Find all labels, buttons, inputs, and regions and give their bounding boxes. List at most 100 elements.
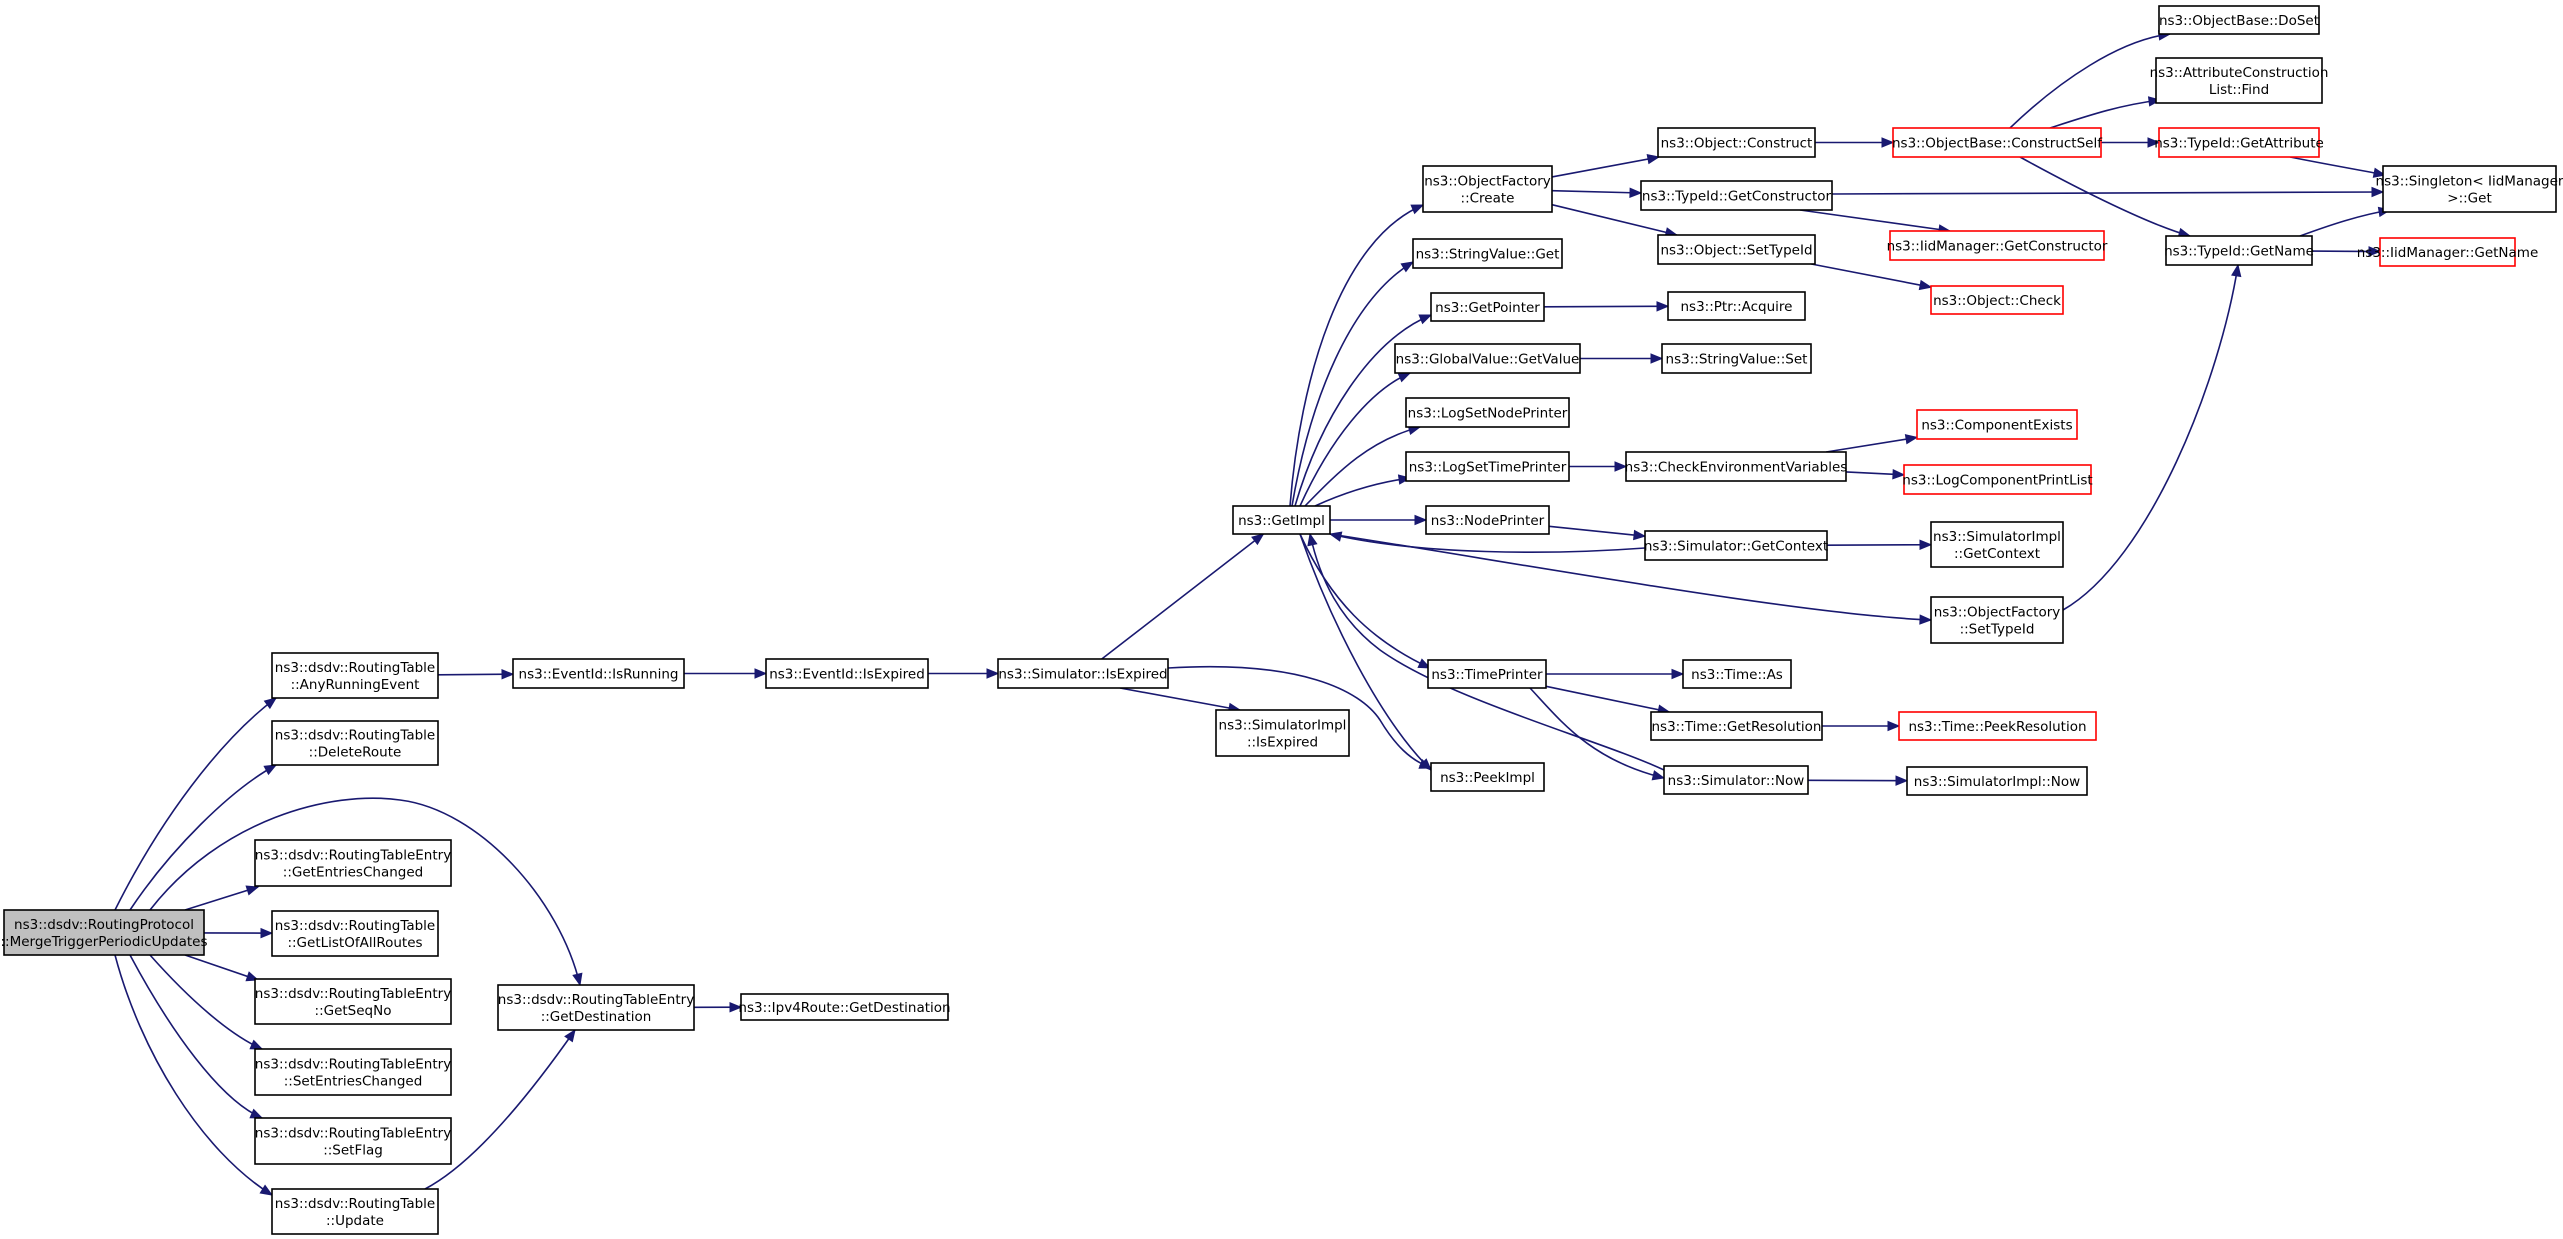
node-componentExists[interactable]: ns3::ComponentExists bbox=[1916, 409, 2078, 440]
node-stringValueSet[interactable]: ns3::StringValue::Set bbox=[1661, 343, 1812, 374]
node-objSetTypeId[interactable]: ns3::Object::SetTypeId bbox=[1657, 234, 1816, 265]
node-ptrAcquire[interactable]: ns3::Ptr::Acquire bbox=[1667, 291, 1806, 321]
node-box-getDestination[interactable] bbox=[497, 984, 695, 1031]
node-box-deleteRoute[interactable] bbox=[271, 720, 439, 766]
node-box-anyRunning[interactable] bbox=[271, 652, 439, 699]
node-box-nodePrinter[interactable] bbox=[1425, 505, 1550, 535]
node-getListOfAllRoutes[interactable]: ns3::dsdv::RoutingTable::GetListOfAllRou… bbox=[271, 910, 439, 957]
node-box-root[interactable] bbox=[3, 909, 205, 956]
node-box-timePeekResolution[interactable] bbox=[1898, 711, 2097, 741]
node-timePeekResolution[interactable]: ns3::Time::PeekResolution bbox=[1898, 711, 2097, 741]
node-getPointer[interactable]: ns3::GetPointer bbox=[1430, 292, 1545, 322]
node-timeGetResolution[interactable]: ns3::Time::GetResolution bbox=[1650, 711, 1823, 741]
node-box-stringValueGet[interactable] bbox=[1412, 238, 1563, 269]
node-box-simImplIsExpired[interactable] bbox=[1215, 709, 1350, 757]
node-getEntriesChanged[interactable]: ns3::dsdv::RoutingTableEntry::GetEntries… bbox=[254, 839, 452, 887]
node-getSeqNo[interactable]: ns3::dsdv::RoutingTableEntry::GetSeqNo bbox=[254, 978, 452, 1025]
node-box-ipv4GetDest[interactable] bbox=[740, 993, 949, 1021]
node-simNow[interactable]: ns3::Simulator::Now bbox=[1663, 765, 1809, 795]
node-box-setEntriesChanged[interactable] bbox=[254, 1048, 452, 1096]
node-singletonGet[interactable]: ns3::Singleton< IidManager >::Get bbox=[2376, 165, 2563, 213]
node-box-getImpl[interactable] bbox=[1232, 505, 1331, 535]
node-deleteRoute[interactable]: ns3::dsdv::RoutingTable::DeleteRoute bbox=[271, 720, 439, 766]
node-box-checkEnv[interactable] bbox=[1625, 451, 1847, 482]
node-box-getPointer[interactable] bbox=[1430, 292, 1545, 322]
node-box-getSeqNo[interactable] bbox=[254, 978, 452, 1025]
node-box-typeIdGetAttribute[interactable] bbox=[2158, 127, 2320, 158]
node-box-getEntriesChanged[interactable] bbox=[254, 839, 452, 887]
node-ofSetTypeId[interactable]: ns3::ObjectFactory::SetTypeId bbox=[1930, 596, 2064, 644]
node-box-eventIsExpired[interactable] bbox=[765, 658, 929, 689]
node-setFlag[interactable]: ns3::dsdv::RoutingTableEntry::SetFlag bbox=[254, 1117, 452, 1165]
node-box-ofCreate[interactable] bbox=[1422, 165, 1553, 213]
node-checkEnv[interactable]: ns3::CheckEnvironmentVariables bbox=[1625, 451, 1848, 482]
node-box-singletonGet[interactable] bbox=[2382, 165, 2557, 213]
node-box-objConstruct[interactable] bbox=[1657, 127, 1816, 158]
node-logSetNodePrinter[interactable]: ns3::LogSetNodePrinter bbox=[1405, 397, 1570, 428]
node-getDestination[interactable]: ns3::dsdv::RoutingTableEntry::GetDestina… bbox=[497, 984, 695, 1031]
node-simImplNow[interactable]: ns3::SimulatorImpl::Now bbox=[1906, 766, 2088, 796]
node-stringValueGet[interactable]: ns3::StringValue::Get bbox=[1412, 238, 1563, 269]
node-timePrinter[interactable]: ns3::TimePrinter bbox=[1427, 659, 1547, 689]
node-root[interactable]: ns3::dsdv::RoutingProtocol::MergeTrigger… bbox=[1, 909, 208, 956]
node-box-stringValueSet[interactable] bbox=[1661, 343, 1812, 374]
node-nodePrinter[interactable]: ns3::NodePrinter bbox=[1425, 505, 1550, 535]
node-simImplIsExpired[interactable]: ns3::SimulatorImpl::IsExpired bbox=[1215, 709, 1350, 757]
node-box-timePrinter[interactable] bbox=[1427, 659, 1547, 689]
node-simGetContext[interactable]: ns3::Simulator::GetContext bbox=[1644, 530, 1828, 561]
node-box-componentExists[interactable] bbox=[1916, 409, 2078, 440]
node-box-objCheck[interactable] bbox=[1930, 285, 2064, 315]
node-box-simIsExpired[interactable] bbox=[997, 658, 1169, 689]
node-simIsExpired[interactable]: ns3::Simulator::IsExpired bbox=[997, 658, 1169, 689]
node-box-simNow[interactable] bbox=[1663, 765, 1809, 795]
node-box-simImplGetContext[interactable] bbox=[1930, 521, 2064, 568]
node-iidGetConstructor[interactable]: ns3::IidManager::GetConstructor bbox=[1887, 230, 2108, 261]
node-box-logComponentPrintList[interactable] bbox=[1903, 464, 2092, 495]
node-objConstruct[interactable]: ns3::Object::Construct bbox=[1657, 127, 1816, 158]
node-gvGetValue[interactable]: ns3::GlobalValue::GetValue bbox=[1394, 343, 1581, 374]
node-box-getListOfAllRoutes[interactable] bbox=[271, 910, 439, 957]
node-box-typeIdGetName[interactable] bbox=[2165, 235, 2313, 266]
node-logComponentPrintList[interactable]: ns3::LogComponentPrintList bbox=[1902, 464, 2093, 495]
node-anyRunning[interactable]: ns3::dsdv::RoutingTable::AnyRunningEvent bbox=[271, 652, 439, 699]
node-box-typeIdGetConstructor[interactable] bbox=[1640, 180, 1833, 211]
node-box-peekImpl[interactable] bbox=[1430, 762, 1545, 792]
node-box-simGetContext[interactable] bbox=[1644, 530, 1828, 561]
node-obDoSet[interactable]: ns3::ObjectBase::DoSet bbox=[2158, 5, 2320, 35]
node-box-ofSetTypeId[interactable] bbox=[1930, 596, 2064, 644]
node-setEntriesChanged[interactable]: ns3::dsdv::RoutingTableEntry::SetEntries… bbox=[254, 1048, 452, 1096]
node-eventIsExpired[interactable]: ns3::EventId::IsExpired bbox=[765, 658, 929, 689]
node-simImplGetContext[interactable]: ns3::SimulatorImpl::GetContext bbox=[1930, 521, 2064, 568]
node-box-objSetTypeId[interactable] bbox=[1657, 234, 1816, 265]
node-box-iidGetConstructor[interactable] bbox=[1889, 230, 2105, 261]
node-box-obDoSet[interactable] bbox=[2158, 5, 2320, 35]
node-getImpl[interactable]: ns3::GetImpl bbox=[1232, 505, 1331, 535]
node-box-simImplNow[interactable] bbox=[1906, 766, 2088, 796]
node-timeAs[interactable]: ns3::Time::As bbox=[1682, 659, 1792, 689]
node-box-timeAs[interactable] bbox=[1682, 659, 1792, 689]
node-ofCreate[interactable]: ns3::ObjectFactory::Create bbox=[1422, 165, 1553, 213]
node-logSetTimePrinter[interactable]: ns3::LogSetTimePrinter bbox=[1405, 451, 1570, 482]
node-update[interactable]: ns3::dsdv::RoutingTable::Update bbox=[271, 1188, 439, 1235]
node-box-update[interactable] bbox=[271, 1188, 439, 1235]
node-ipv4GetDest[interactable]: ns3::Ipv4Route::GetDestination bbox=[738, 993, 951, 1021]
node-box-attrListFind[interactable] bbox=[2155, 57, 2323, 104]
node-box-obConstructSelf[interactable] bbox=[1892, 127, 2102, 158]
node-typeIdGetName[interactable]: ns3::TypeId::GetName bbox=[2164, 235, 2314, 266]
node-box-timeGetResolution[interactable] bbox=[1650, 711, 1823, 741]
node-eventIsRunning[interactable]: ns3::EventId::IsRunning bbox=[512, 658, 685, 689]
node-iidGetName[interactable]: ns3::IidManager::GetName bbox=[2357, 237, 2539, 267]
node-objCheck[interactable]: ns3::Object::Check bbox=[1930, 285, 2064, 315]
node-box-logSetNodePrinter[interactable] bbox=[1405, 397, 1570, 428]
node-typeIdGetConstructor[interactable]: ns3::TypeId::GetConstructor bbox=[1640, 180, 1833, 211]
node-box-logSetTimePrinter[interactable] bbox=[1405, 451, 1570, 482]
node-typeIdGetAttribute[interactable]: ns3::TypeId::GetAttribute bbox=[2154, 127, 2324, 158]
node-box-eventIsRunning[interactable] bbox=[512, 658, 685, 689]
node-peekImpl[interactable]: ns3::PeekImpl bbox=[1430, 762, 1545, 792]
node-box-iidGetName[interactable] bbox=[2379, 237, 2516, 267]
node-box-ptrAcquire[interactable] bbox=[1667, 291, 1806, 321]
node-obConstructSelf[interactable]: ns3::ObjectBase::ConstructSelf bbox=[1892, 127, 2103, 158]
node-box-gvGetValue[interactable] bbox=[1394, 343, 1581, 374]
node-box-setFlag[interactable] bbox=[254, 1117, 452, 1165]
